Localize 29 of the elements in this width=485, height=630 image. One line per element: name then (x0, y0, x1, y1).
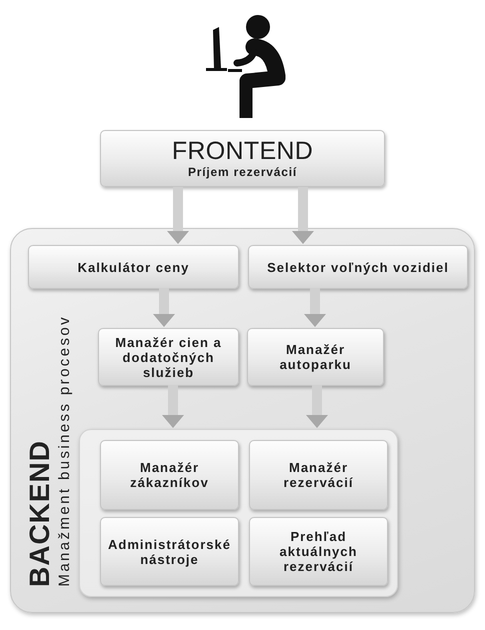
process-box (100, 517, 239, 586)
box-label: Administrátorské nástroje (107, 536, 232, 566)
process-box (28, 245, 239, 289)
arrow (162, 385, 184, 428)
group-subtitle: Manažment business procesov (56, 315, 73, 587)
arrow (306, 385, 328, 428)
box-label: Manažér autoparku (278, 342, 352, 372)
box-title: FRONTEND (172, 138, 314, 165)
inner-panel (79, 429, 398, 597)
process-box (98, 328, 239, 386)
box-label: Selektor voľných vozidiel (267, 260, 449, 274)
box-label: Manažér zákazníkov (129, 460, 210, 490)
process-box (249, 440, 388, 510)
group-container (10, 228, 475, 613)
arrow (292, 187, 314, 244)
group-title: BACKEND (25, 440, 55, 587)
box-label: Manažér rezervácií (282, 460, 354, 490)
arrow (304, 288, 326, 327)
box-label: Manažér cien a dodatočných služieb (114, 334, 223, 380)
arrow (153, 288, 175, 327)
process-box (100, 440, 239, 510)
process-box (247, 328, 384, 386)
process-box (249, 517, 388, 586)
box-label: Prehľad aktuálnych rezervácií (278, 529, 358, 574)
box-subtitle: Príjem rezervácií (188, 165, 297, 179)
arrow (167, 187, 189, 244)
header-box (100, 130, 385, 187)
box-label: Kalkulátor ceny (78, 260, 190, 274)
process-box (248, 245, 468, 289)
